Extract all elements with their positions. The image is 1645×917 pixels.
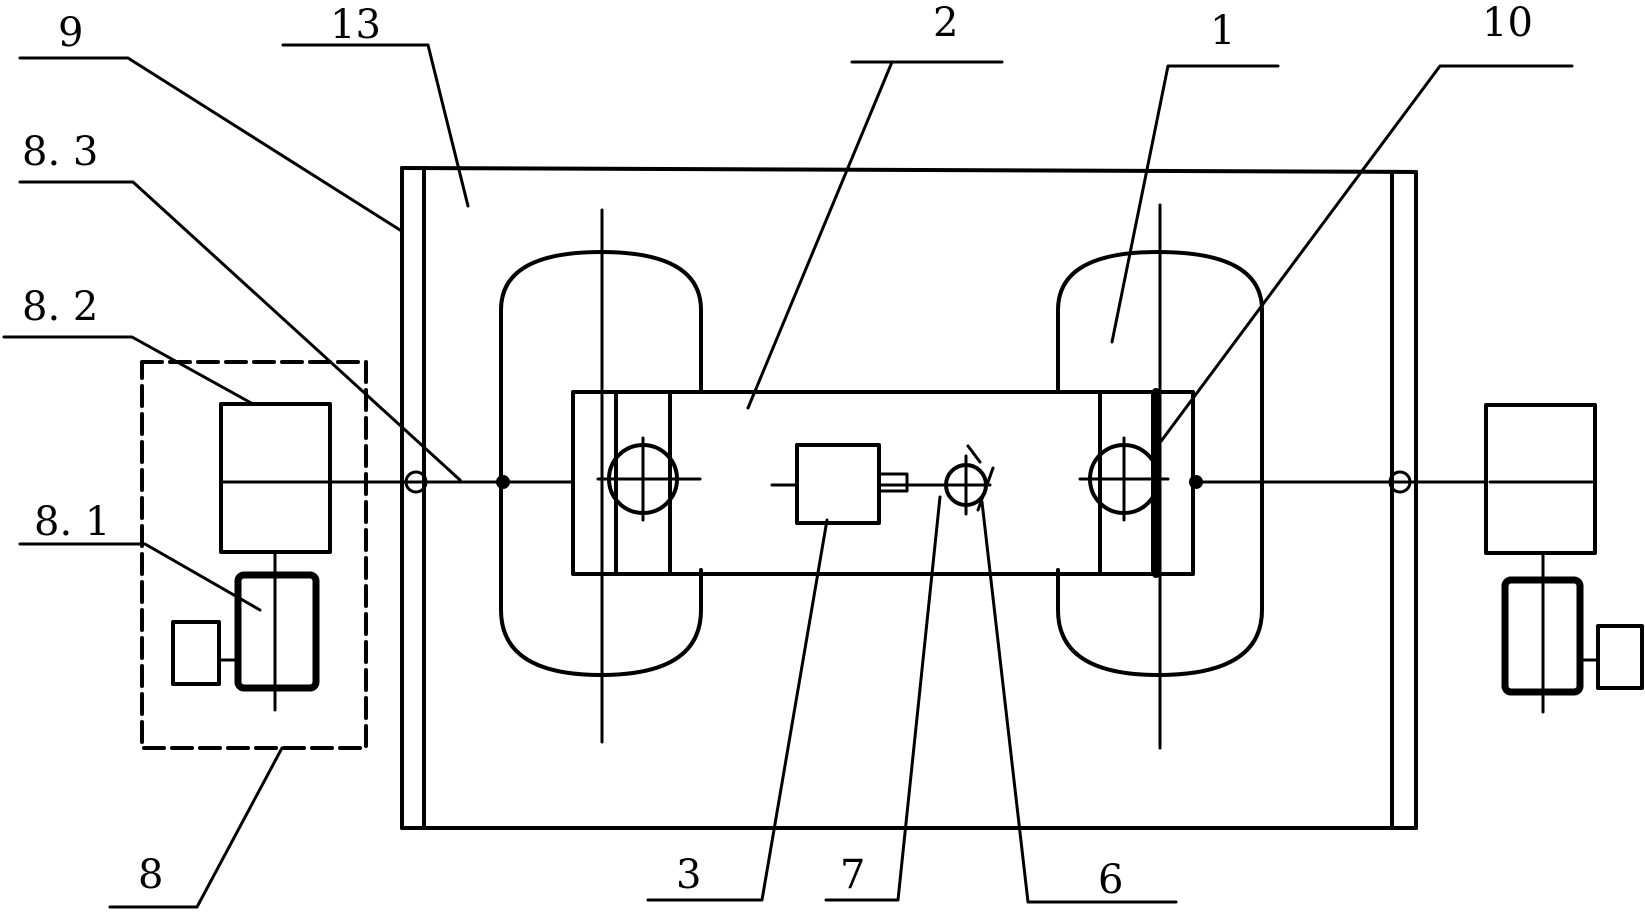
right-frame-bearing — [1388, 470, 1412, 494]
label-1: 1 — [1210, 8, 1235, 54]
label-10: 10 — [1482, 0, 1533, 46]
label-3: 3 — [676, 852, 701, 898]
left-frame-bearing — [404, 470, 428, 494]
sensor-wheel — [930, 444, 995, 516]
carriage-plate — [571, 390, 1195, 576]
label-8-3: 8. 3 — [22, 129, 98, 175]
left-motor-8-1 — [217, 550, 320, 712]
right-motor — [1501, 551, 1600, 714]
label-8: 8 — [138, 852, 163, 898]
drive-unit-dashed-box — [140, 360, 368, 750]
right-gearbox — [1484, 403, 1597, 555]
left-shaft-joint — [496, 475, 510, 489]
left-controller-box — [171, 620, 221, 686]
label-8-1: 8. 1 — [34, 499, 110, 545]
label-2: 2 — [933, 0, 958, 46]
label-9: 9 — [58, 10, 83, 56]
carriage-motor — [770, 443, 937, 525]
label-6: 6 — [1098, 857, 1123, 903]
label-8-2: 8. 2 — [22, 284, 98, 330]
right-controller-box — [1596, 624, 1644, 690]
right-roller-outline — [1056, 250, 1264, 677]
main-frame — [400, 166, 1418, 830]
left-bearing — [596, 436, 702, 522]
leader-lines — [2, 43, 1574, 909]
label-13: 13 — [330, 2, 381, 48]
label-7: 7 — [840, 852, 865, 898]
left-gearbox-8-2 — [219, 402, 332, 554]
right-bearing — [1078, 436, 1170, 522]
right-shaft-joint — [1189, 475, 1203, 489]
